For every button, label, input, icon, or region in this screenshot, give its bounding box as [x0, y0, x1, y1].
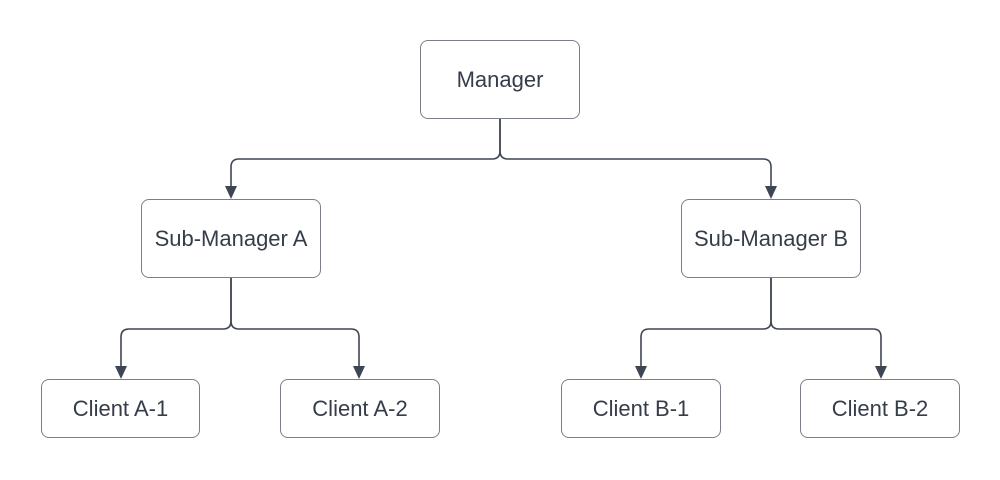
- node-label: Client B-2: [831, 395, 929, 421]
- node-sub-manager-a[interactable]: Sub-Manager A: [141, 199, 321, 278]
- node-label: Client A-1: [72, 395, 169, 421]
- node-label: Sub-Manager B: [693, 225, 849, 251]
- node-label: Client B-1: [592, 395, 690, 421]
- arrow-down-icon: [875, 366, 887, 379]
- node-client-b1[interactable]: Client B-1: [561, 379, 721, 438]
- node-label: Sub-Manager A: [154, 225, 308, 251]
- connector-sub-b-to-client-b1: [640, 278, 772, 367]
- connector-manager-to-sub-a: [230, 119, 501, 187]
- node-client-a1[interactable]: Client A-1: [41, 379, 200, 438]
- node-label: Client A-2: [312, 395, 408, 421]
- node-client-a2[interactable]: Client A-2: [280, 379, 440, 438]
- arrow-down-icon: [353, 366, 365, 379]
- connector-manager-to-sub-b: [499, 119, 772, 187]
- node-label: Manager: [456, 66, 544, 92]
- arrow-down-icon: [225, 186, 237, 199]
- arrow-down-icon: [115, 366, 127, 379]
- node-client-b2[interactable]: Client B-2: [800, 379, 960, 438]
- arrow-down-icon: [765, 186, 777, 199]
- connector-sub-b-to-client-b2: [770, 278, 882, 367]
- node-manager[interactable]: Manager: [420, 40, 580, 119]
- node-sub-manager-b[interactable]: Sub-Manager B: [681, 199, 861, 278]
- connector-sub-a-to-client-a2: [230, 278, 360, 367]
- connector-sub-a-to-client-a1: [120, 278, 232, 367]
- arrow-down-icon: [635, 366, 647, 379]
